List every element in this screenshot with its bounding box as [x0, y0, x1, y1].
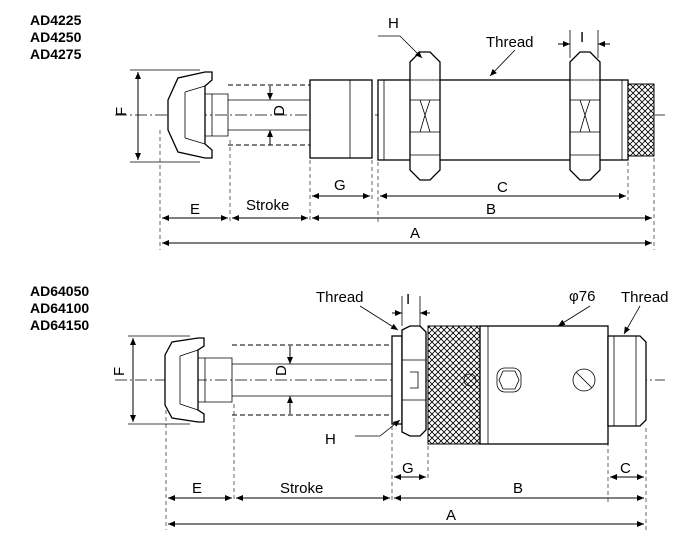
top-label-c: C [497, 179, 508, 196]
bottom-label-stroke: Stroke [280, 480, 323, 497]
bottom-label-thread-left: Thread [316, 289, 364, 306]
bottom-cap [164, 337, 205, 423]
bottom-label-c: C [620, 460, 631, 477]
top-nut-right-facets [570, 79, 600, 156]
bottom-rear-thread [607, 335, 647, 427]
top-cap [167, 71, 213, 159]
bottom-screw-small [463, 373, 477, 387]
bottom-label-thread-right: Thread [621, 289, 669, 306]
bottom-model-list: AD64050 AD64100 AD64150 [30, 283, 89, 334]
bottom-label-h: H [325, 431, 336, 448]
top-label-g: G [334, 177, 346, 194]
bottom-label-a: A [446, 507, 456, 524]
top-thread-leader [489, 49, 516, 77]
top-knurled-end [627, 83, 655, 157]
top-shock-absorber-drawing: F D H Thread I G C E [113, 15, 665, 250]
bottom-label-g: G [402, 460, 414, 477]
top-label-i: I [580, 29, 584, 46]
bottom-phi76-leader [557, 305, 591, 327]
bottom-hex-shape [498, 370, 520, 390]
bottom-label-phi76: φ76 [569, 288, 595, 305]
top-label-a: A [410, 225, 420, 242]
model-code: AD64100 [30, 300, 90, 316]
bottom-cap-detail [179, 349, 199, 411]
top-label-f: F [113, 107, 130, 116]
bottom-cap-collar [198, 357, 233, 403]
top-front-body [309, 79, 373, 159]
bottom-label-f: F [111, 367, 128, 376]
top-h-leader-arrow [399, 35, 423, 59]
top-nut-left-facets [410, 79, 440, 156]
bottom-thread-right-leader [623, 305, 641, 335]
model-code: AD64150 [30, 317, 90, 333]
top-label-d: D [271, 105, 288, 116]
model-code: AD4225 [30, 12, 82, 28]
top-model-list: AD4225 AD4250 AD4275 [30, 12, 81, 63]
top-label-b: B [486, 201, 496, 218]
bottom-adjust-screw [572, 368, 596, 392]
model-code: AD64050 [30, 283, 90, 299]
bottom-h-leader-arrow [379, 419, 401, 437]
bottom-collar [391, 335, 403, 425]
bottom-thread-left-leader [359, 305, 399, 331]
model-code: AD4275 [30, 46, 82, 62]
bottom-knurled-section [427, 325, 481, 445]
top-label-e: E [190, 201, 200, 218]
bottom-adjust-slot [575, 371, 593, 389]
bottom-label-e: E [192, 480, 202, 497]
bottom-label-b: B [513, 480, 523, 497]
bottom-nut-facets [402, 359, 426, 401]
bottom-hex-socket [496, 367, 522, 393]
bottom-label-d: D [273, 365, 290, 376]
bottom-label-i: I [406, 291, 410, 308]
bottom-shock-absorber-drawing: F D Thread I φ76 Thread H G [111, 288, 669, 530]
top-label-h: H [388, 15, 399, 32]
top-cap-detail [184, 85, 206, 145]
top-label-thread: Thread [486, 34, 534, 51]
top-cap-collar [205, 93, 229, 137]
bottom-nut [401, 325, 427, 437]
model-code: AD4250 [30, 29, 82, 45]
top-label-stroke: Stroke [246, 197, 289, 214]
